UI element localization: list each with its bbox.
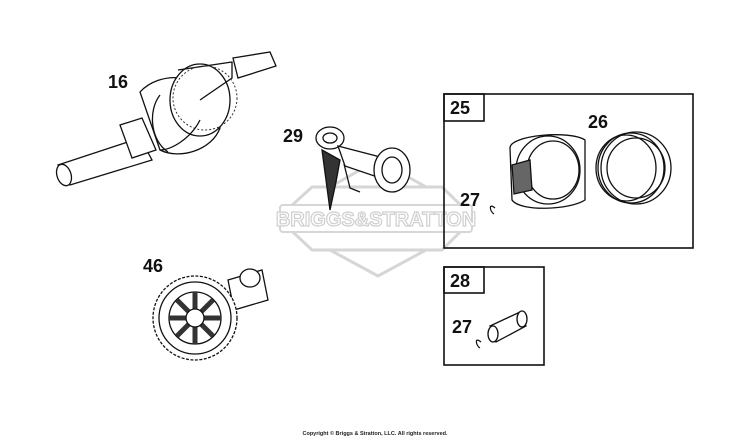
callout-26: 26 [588,112,608,132]
retainer-clip-upper [489,205,496,215]
piston-rings-drawing [595,131,672,205]
pin-group-box [443,266,545,366]
retainer-clip-lower [475,339,482,349]
briggs-stratton-watermark: BRIGGS&STRATTON [275,158,477,278]
piston-group-label-box [443,93,485,122]
connecting-rod-drawing [315,126,411,211]
callout-28: 28 [450,271,470,291]
piston-pin-drawing [487,310,528,343]
pin-group-label-box [443,266,485,294]
callout-25: 25 [450,98,470,118]
callout-46: 46 [143,256,163,276]
callout-16: 16 [108,72,128,92]
callout-27-upper: 27 [460,190,480,210]
copyright-notice: Copyright © Briggs & Stratton, LLC. All … [302,431,448,437]
piston-drawing [509,134,586,209]
camshaft-drawing [152,268,269,361]
crankshaft-drawing [55,51,277,187]
watermark-text: BRIGGS&STRATTON [276,209,476,231]
piston-group-box [443,93,694,249]
callout-29: 29 [283,126,303,146]
callout-27-lower: 27 [452,317,472,337]
